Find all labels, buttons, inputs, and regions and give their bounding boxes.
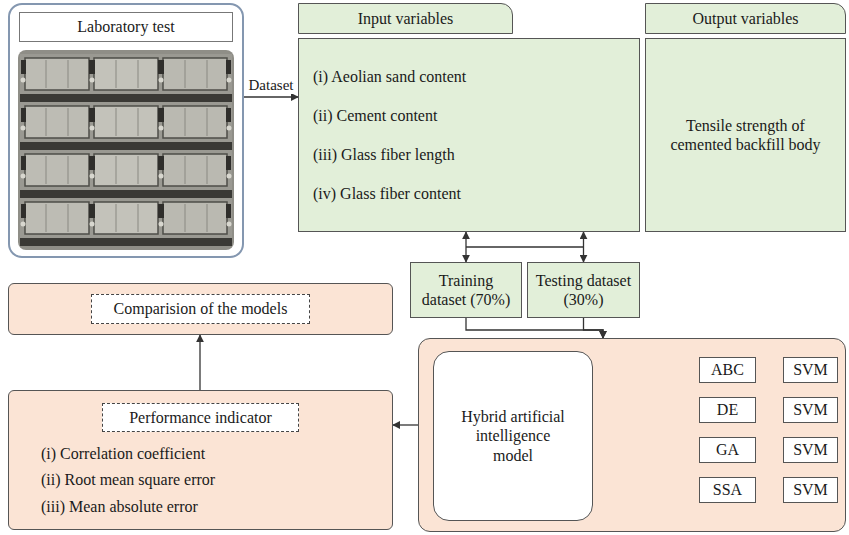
process-box: SVM: [783, 477, 838, 503]
connector-line: [199, 335, 200, 390]
process-box: Testing dataset (30%): [527, 262, 640, 318]
tab-header: Output variables: [645, 3, 846, 34]
box-label: Testing dataset (30%): [532, 271, 635, 309]
connector: [583, 232, 584, 262]
box-label: Hybrid artificial intelligence model: [456, 407, 570, 465]
list-item: (ii) Root mean square error: [41, 470, 215, 489]
connector-line: [583, 232, 584, 262]
connector-line: [584, 318, 604, 338]
dashed-title: Comparision of the models: [91, 294, 311, 323]
output-text: Tensile strength of cemented backfill bo…: [658, 116, 833, 154]
process-box: SSA: [699, 477, 756, 503]
variable-body: Tensile strength of cemented backfill bo…: [645, 38, 846, 232]
algorithm-box-label: SVM: [793, 400, 828, 419]
connector: [393, 425, 418, 426]
list-item: (iii) Mean absolute error: [41, 497, 198, 516]
edge-label: Dataset: [248, 76, 295, 94]
process-box: Hybrid artificial intelligence model: [433, 351, 593, 521]
list-item: (i) Aeolian sand content: [313, 67, 466, 86]
variable-body: (i) Aeolian sand content (ii) Cement cont…: [298, 38, 640, 232]
list-item: (ii) Cement content: [313, 106, 437, 125]
process-box: Output variablesTensile strength of ceme…: [645, 3, 846, 232]
process-box: SVM: [783, 437, 838, 463]
list-item: (iv) Glass fiber content: [313, 184, 461, 203]
connector: [584, 318, 604, 338]
algorithm-box-label: DE: [717, 400, 738, 419]
connector: [466, 318, 603, 338]
connector-line: [393, 424, 418, 425]
algorithm-box-label: SVM: [793, 360, 828, 379]
connector: [244, 97, 298, 98]
lab-panel: Laboratory test: [8, 3, 244, 258]
algorithm-box-label: SVM: [793, 480, 828, 499]
algorithm-box-label: SVM: [793, 440, 828, 459]
process-box: Performance indicator (i) Correlation coe…: [8, 390, 393, 530]
process-box: SVM: [783, 397, 838, 423]
algorithm-box-label: SSA: [713, 480, 742, 499]
connector-line: [466, 318, 603, 338]
dashed-title: Performance indicator: [102, 403, 299, 432]
process-box: Comparision of the models: [8, 283, 393, 335]
box-label: Training dataset (70%): [415, 271, 517, 309]
process-box: Input variables(i) Aeolian sand content(…: [298, 3, 640, 232]
panel-title: Laboratory test: [19, 12, 233, 42]
process-box: GA: [699, 437, 756, 463]
split-line: [466, 246, 584, 247]
connector-line: [244, 96, 298, 97]
connector-line: [465, 232, 466, 262]
algorithm-box-label: GA: [716, 440, 739, 459]
algorithm-box-label: ABC: [711, 360, 744, 379]
tab-header: Input variables: [298, 3, 513, 34]
process-box: ABC: [699, 357, 756, 383]
model-panel: Hybrid artificial intelligence model ABC S…: [418, 338, 846, 532]
connector: [200, 335, 201, 390]
process-box: SVM: [783, 357, 838, 383]
process-box: Training dataset (70%): [410, 262, 522, 318]
list-item: (iii) Glass fiber length: [313, 145, 455, 164]
list-item: (i) Correlation coefficient: [41, 444, 205, 463]
connector: [466, 232, 467, 262]
process-box: DE: [699, 397, 756, 423]
